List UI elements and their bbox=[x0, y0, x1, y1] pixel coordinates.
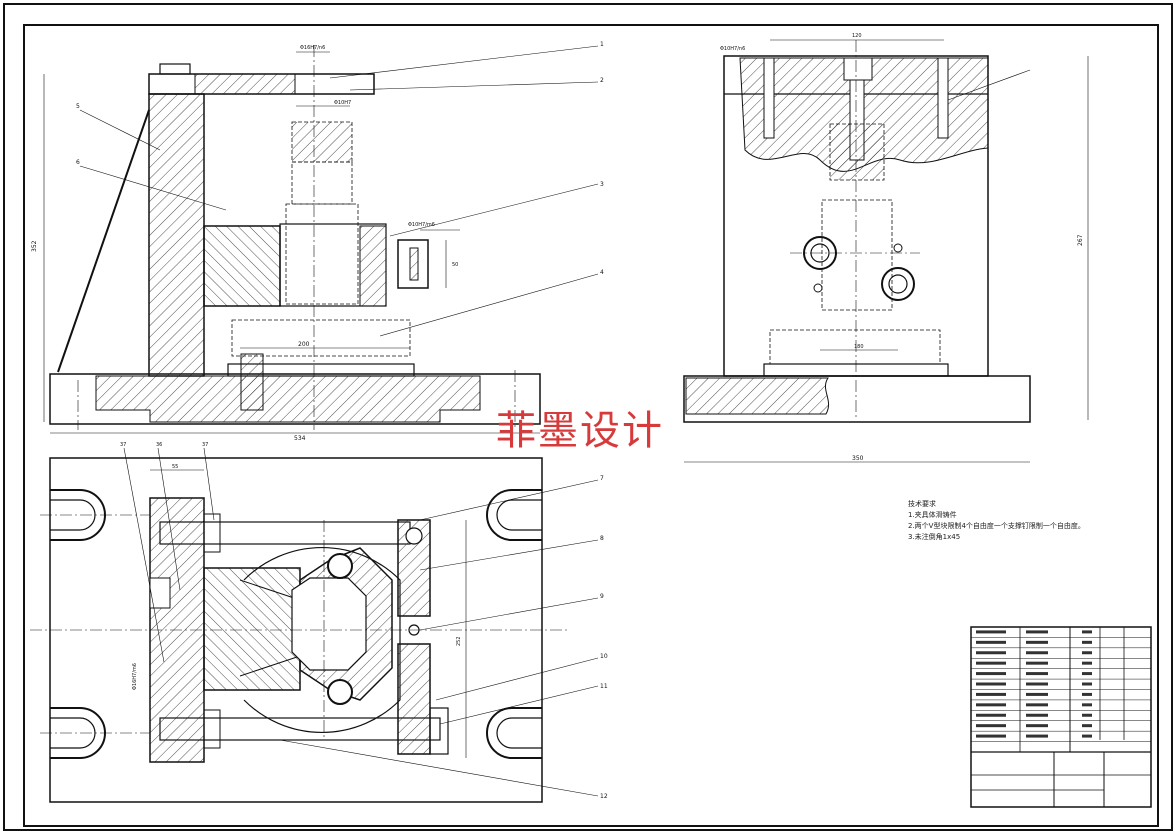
title-block-cell-mark bbox=[1082, 630, 1092, 634]
plan-55-dim: 55 bbox=[172, 464, 178, 470]
notes-item-3: 3.未注倒角1x45 bbox=[908, 533, 961, 541]
title-block-cell-mark bbox=[976, 713, 1006, 717]
front-fit2: Φ10H7 bbox=[334, 100, 351, 106]
title-block-cell-mark bbox=[1082, 703, 1092, 707]
side-width-dim: 350 bbox=[852, 455, 864, 462]
title-block-cell-mark bbox=[1026, 630, 1048, 634]
title-block-cell-mark bbox=[1026, 703, 1048, 707]
title-block-cell-mark bbox=[976, 672, 1006, 676]
side-inner-dim: 180 bbox=[854, 344, 864, 350]
title-block-cell-mark bbox=[1082, 651, 1092, 655]
plan-view bbox=[30, 447, 599, 803]
title-block-cell-mark bbox=[976, 734, 1006, 738]
side-top-dim: 120 bbox=[852, 33, 862, 39]
side-fit: Φ10H7/n6 bbox=[720, 46, 745, 52]
watermark-text: 菲墨设计 bbox=[496, 408, 664, 454]
plan-height-dim: 252 bbox=[456, 636, 462, 646]
title-block-cell-mark bbox=[1082, 713, 1092, 717]
front-small-dim: 50 bbox=[452, 262, 458, 268]
title-block-cell-mark bbox=[1026, 651, 1048, 655]
title-block-cell-mark bbox=[1026, 672, 1048, 676]
leader-3: 3 bbox=[600, 181, 604, 188]
notes-item-1: 1.夹具体滑铸件 bbox=[908, 511, 957, 519]
leader-6: 6 bbox=[76, 159, 80, 166]
front-fit3: Φ10H7/m6 bbox=[408, 222, 435, 228]
title-block bbox=[970, 626, 1152, 808]
leader-10: 10 bbox=[600, 653, 608, 660]
leader-9: 9 bbox=[600, 593, 604, 600]
inner-frame bbox=[23, 24, 1159, 827]
leader-4: 4 bbox=[600, 269, 604, 276]
title-block-cell-mark bbox=[976, 682, 1006, 686]
title-block-cell-mark bbox=[1026, 734, 1048, 738]
title-block-cell-mark bbox=[976, 703, 1006, 707]
plan-left2: 36 bbox=[156, 442, 162, 448]
leader-11: 11 bbox=[600, 683, 608, 690]
title-block-cell-mark bbox=[1026, 724, 1048, 728]
plan-left3: 37 bbox=[202, 442, 208, 448]
notes-heading: 技术要求 bbox=[908, 500, 936, 508]
title-block-cell-mark bbox=[976, 651, 1006, 655]
leader-8: 8 bbox=[600, 535, 604, 542]
technical-requirements: 技术要求 1.夹具体滑铸件 2.两个V型块限制4个自由度一个支撑钉限制一个自由度… bbox=[908, 499, 1085, 543]
leader-1: 1 bbox=[600, 41, 604, 48]
title-block-cell-mark bbox=[1082, 682, 1092, 686]
notes-item-2: 2.两个V型块限制4个自由度一个支撑钉限制一个自由度。 bbox=[908, 522, 1085, 530]
front-inner-dim: 200 bbox=[298, 341, 310, 348]
plan-left1: 37 bbox=[120, 442, 126, 448]
title-block-cell-mark bbox=[976, 630, 1006, 634]
title-block-cell-mark bbox=[976, 661, 1006, 665]
title-block-cell-mark bbox=[1082, 692, 1092, 696]
plan-fit: Φ16H7/m6 bbox=[132, 663, 138, 690]
front-width-dim: 534 bbox=[294, 435, 306, 442]
outer-frame bbox=[3, 3, 1173, 831]
title-block-cell-mark bbox=[1026, 640, 1048, 644]
leader-12: 12 bbox=[600, 793, 608, 800]
front-view bbox=[43, 45, 599, 434]
title-block-cell-mark bbox=[976, 640, 1006, 644]
title-block-cell-mark bbox=[1082, 672, 1092, 676]
title-block-cell-mark bbox=[976, 692, 1006, 696]
title-block-cell-mark bbox=[976, 724, 1006, 728]
title-block-cell-mark bbox=[1082, 661, 1092, 665]
side-view bbox=[683, 39, 1089, 463]
front-height-dim: 352 bbox=[31, 240, 38, 252]
side-height-dim: 267 bbox=[1077, 234, 1084, 246]
title-block-cell-mark bbox=[1082, 640, 1092, 644]
title-block-cell-mark bbox=[1082, 734, 1092, 738]
front-fit1: Φ16H7/n6 bbox=[300, 45, 325, 51]
title-block-cell-mark bbox=[1026, 713, 1048, 717]
leader-2: 2 bbox=[600, 77, 604, 84]
title-block-cell-mark bbox=[1082, 724, 1092, 728]
leader-5: 5 bbox=[76, 103, 80, 110]
title-block-cell-mark bbox=[1026, 682, 1048, 686]
title-block-cell-mark bbox=[1026, 692, 1048, 696]
leader-7: 7 bbox=[600, 475, 604, 482]
title-block-cell-mark bbox=[1026, 661, 1048, 665]
